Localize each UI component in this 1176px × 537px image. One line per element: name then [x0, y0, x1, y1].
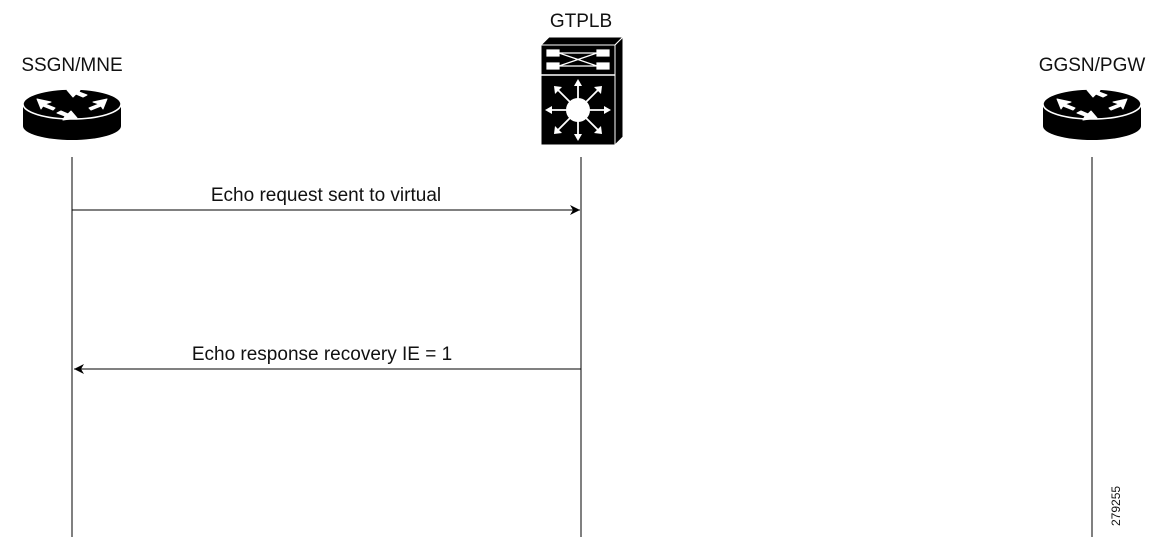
router-icon [1042, 87, 1142, 140]
figure-id: 279255 [1109, 486, 1123, 526]
layer3-switch-icon [539, 35, 625, 147]
message-label-echo-request: Echo request sent to virtual [211, 185, 441, 206]
router-icon [22, 87, 122, 140]
node-label-gtplb: GTPLB [550, 11, 612, 32]
message-label-echo-response: Echo response recovery IE = 1 [192, 344, 452, 365]
node-label-ssgn-mne: SSGN/MNE [21, 55, 122, 76]
node-label-ggsn-pgw: GGSN/PGW [1039, 55, 1146, 76]
